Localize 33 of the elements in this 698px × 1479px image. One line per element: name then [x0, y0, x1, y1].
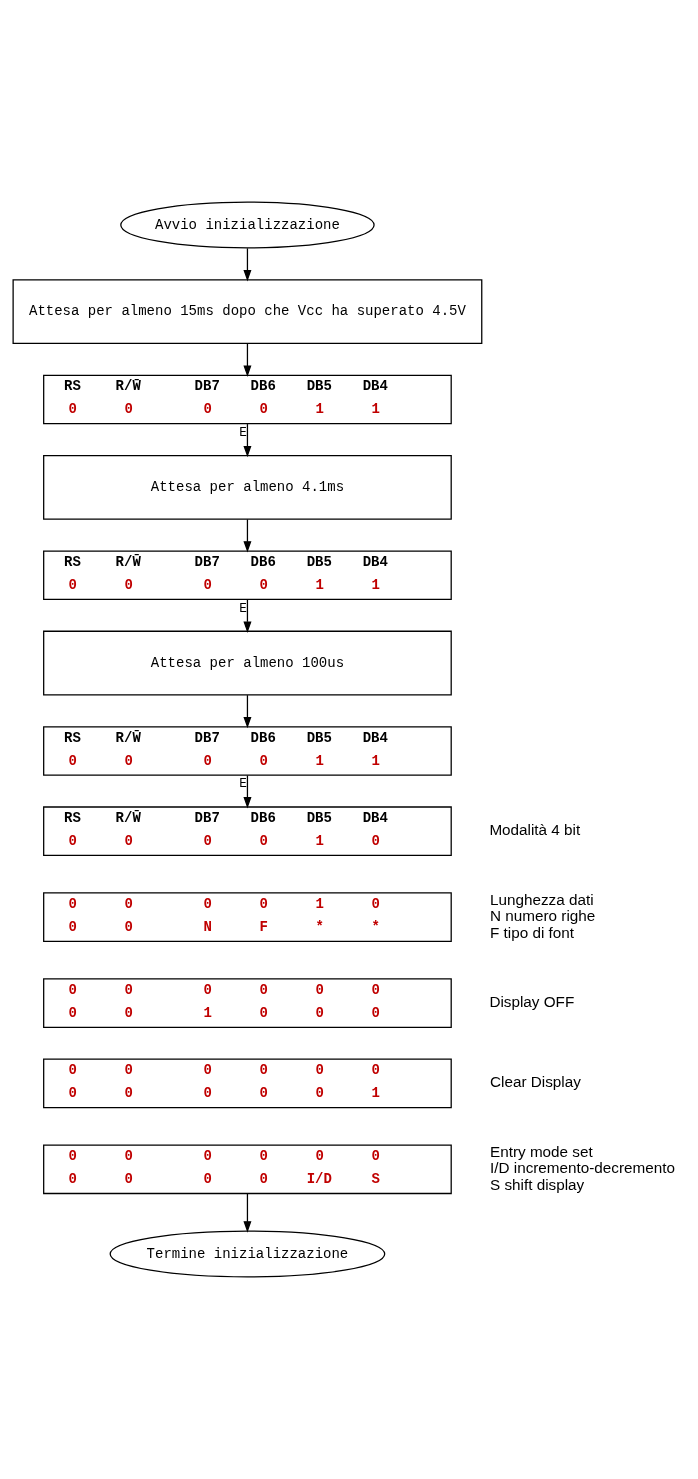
arrow: [243, 423, 252, 458]
arrow: [243, 694, 252, 729]
arrow: [243, 1193, 252, 1233]
node-box: Attesa per almeno 15ms dopo che Vcc ha superato 4.5V: [12, 279, 483, 345]
node-ellipse: Termine inizializzazione: [109, 1230, 386, 1278]
edge-label: E: [239, 424, 247, 440]
node-label: Clear Display: [490, 1073, 581, 1091]
node-box: Attesa per almeno 100us: [43, 630, 452, 696]
node-box: 0 0 0 0 1 0 0 0 N F * *: [43, 892, 452, 942]
node-box: Attesa per almeno 4.1ms: [43, 454, 452, 520]
node-label: F tipo di font: [490, 923, 575, 941]
edge-label: E: [239, 600, 247, 616]
node-label: Entry mode set: [490, 1142, 593, 1160]
node-label: S shift display: [490, 1175, 585, 1193]
node-box: RS R/W̄ DB7 DB6 DB5 DB4 0 0 0 0 1 0: [43, 806, 452, 857]
node-box: 0 0 0 0 0 0 0 0 0 0 0 1: [43, 1058, 452, 1109]
arrow: [243, 247, 252, 282]
node-box: RS R/W̄ DB7 DB6 DB5 DB4 0 0 0 0 1 1: [43, 726, 452, 776]
arrow: [243, 518, 252, 553]
node-ellipse: Avvio inizializzazione: [120, 201, 375, 249]
node-label: Display OFF: [489, 993, 575, 1011]
node-label: N numero righe: [490, 907, 596, 925]
arrow: [243, 343, 252, 377]
node-label: Modalità 4 bit: [489, 821, 581, 839]
edge-label: E: [239, 776, 247, 792]
node-label: I/D incremento-decremento: [490, 1159, 676, 1177]
node-box: 0 0 0 0 0 0 0 0 0 0 I/D S: [43, 1144, 452, 1195]
arrow: [243, 774, 252, 809]
node-label: Lunghezza dati: [490, 890, 594, 908]
node-box: RS R/W̄ DB7 DB6 DB5 DB4 0 0 0 0 1 1: [43, 550, 452, 601]
node-box: 0 0 0 0 0 0 0 0 1 0 0 0: [43, 978, 452, 1028]
arrow: [243, 599, 252, 634]
node-box: RS R/W̄ DB7 DB6 DB5 DB4 0 0 0 0 1 1: [43, 374, 452, 425]
